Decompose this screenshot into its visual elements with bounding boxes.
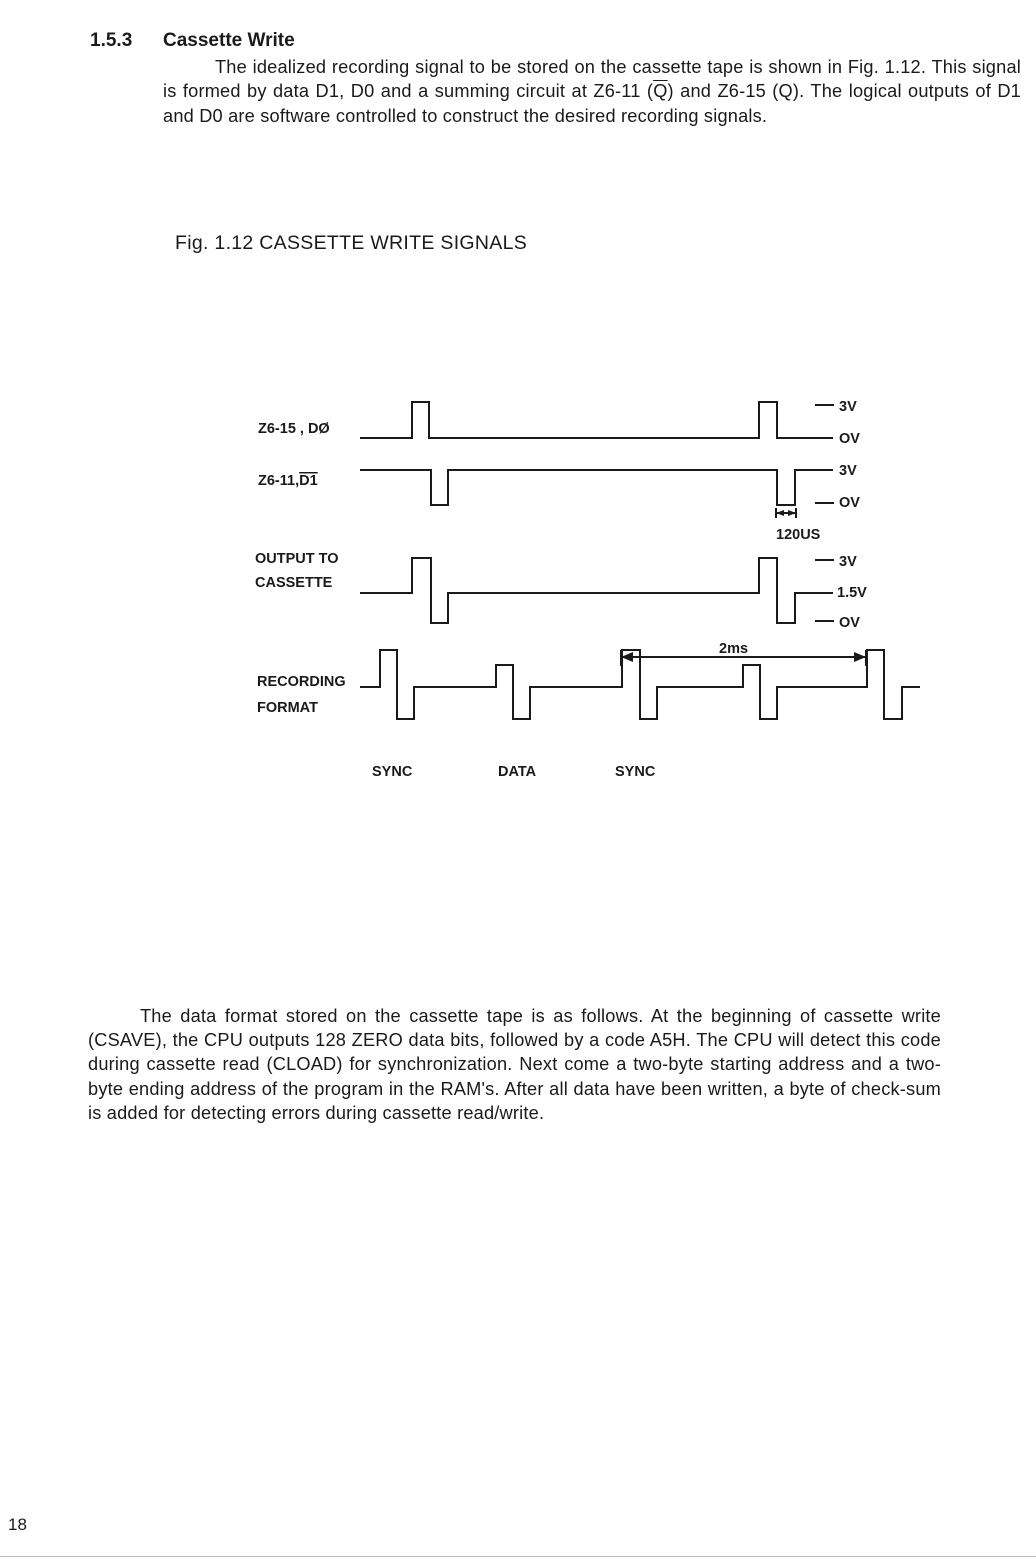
q-bar-symbol: Q (653, 81, 668, 102)
bottom-rule (0, 1556, 1036, 1557)
row-label-d0: Z6-15 , DØ (258, 421, 330, 437)
level-label-row3-mid: 1.5V (837, 585, 867, 601)
waveform-recording-format (360, 649, 920, 720)
segment-label-sync-1: SYNC (372, 764, 413, 780)
figure-caption: Fig. 1.12 CASSETTE WRITE SIGNALS (175, 232, 528, 254)
page-number: 18 (8, 1515, 27, 1534)
row-label-output-line1: OUTPUT TO (255, 551, 339, 567)
level-label-row2-low: OV (839, 495, 860, 511)
level-label-row3-low: OV (839, 615, 860, 631)
level-label-row3-high: 3V (839, 554, 857, 570)
level-label-row1-low: OV (839, 431, 860, 447)
arrowhead-120us-right (788, 510, 796, 516)
section-number: 1.5.3 (90, 30, 133, 51)
cassette-write-timing-diagram: Z6-15 , DØ Z6-11,D1 OUTPUT TO CASSETTE R… (255, 399, 920, 780)
intro-paragraph: The idealized recording signal to be sto… (163, 55, 1021, 128)
intro-text-part2: ) and Z6-15 (Q). The logical outputs of … (163, 81, 1021, 126)
arrowhead-2ms-left (621, 652, 633, 662)
arrowhead-2ms-right (854, 652, 866, 662)
level-label-row1-high: 3V (839, 399, 857, 415)
row-label-output-line2: CASSETTE (255, 575, 333, 591)
row-label-recording-line2: FORMAT (257, 700, 318, 716)
row-label-d1: Z6-11,D1 (258, 473, 318, 489)
waveform-d1 (360, 469, 833, 506)
waveform-d0 (360, 401, 833, 439)
segment-label-sync-2: SYNC (615, 764, 656, 780)
waveform-output (360, 557, 833, 624)
section-heading: 1.5.3 Cassette Write (90, 30, 295, 52)
intro-text-part1: The idealized recording signal to be sto… (163, 57, 1021, 102)
segment-label-data: DATA (498, 764, 537, 780)
timing-label-120us: 120US (776, 527, 821, 543)
row-label-recording-line1: RECORDING (257, 674, 346, 690)
level-label-row2-high: 3V (839, 463, 857, 479)
arrowhead-120us-left (776, 510, 784, 516)
timing-label-2ms: 2ms (719, 641, 748, 657)
section-title: Cassette Write (163, 30, 295, 51)
data-format-paragraph: The data format stored on the cassette t… (88, 1006, 941, 1123)
